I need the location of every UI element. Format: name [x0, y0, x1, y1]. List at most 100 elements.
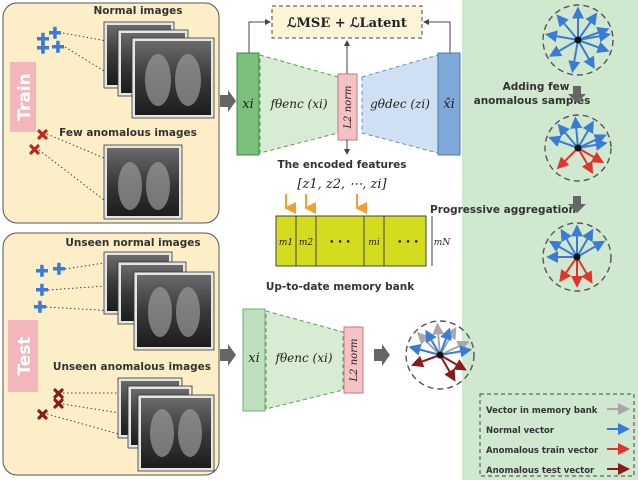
encoded-features-label: The encoded features	[277, 159, 406, 171]
plus-icon	[37, 32, 49, 45]
normal-vector	[577, 27, 610, 41]
loss-connector	[423, 19, 451, 53]
vector-circle-outline	[544, 114, 612, 182]
train-label-box	[10, 62, 36, 132]
vector-circle-test	[405, 320, 475, 390]
memory-caption: Up-to-date memory bank	[266, 281, 415, 293]
right-panel-bg	[462, 0, 638, 480]
cross-icon	[37, 409, 48, 420]
anomalous-train-vector	[559, 256, 578, 283]
anomalous-test-vector	[439, 354, 467, 371]
plus-icon	[49, 26, 61, 39]
normal-vector	[577, 138, 608, 151]
anomalous-train-vector	[576, 256, 593, 284]
test-label-box	[8, 320, 38, 392]
anomalous-test-vector	[410, 354, 441, 368]
memory-cell: m2	[299, 238, 314, 248]
lung-shape	[146, 162, 170, 210]
plus-dots	[62, 32, 123, 83]
cross-icon	[53, 398, 64, 409]
decoder-label: gθdec (zi)	[370, 97, 430, 111]
unseen-normal-label: Unseen normal images	[65, 237, 200, 249]
normal-vector	[577, 120, 594, 149]
plus-icon	[36, 283, 48, 296]
memory-vector	[432, 322, 445, 356]
test-input-label: xi	[248, 351, 260, 366]
normal-vector	[439, 327, 452, 356]
test-encoder-label: fθenc (xi)	[275, 351, 333, 365]
vector-circle-1	[542, 4, 614, 76]
train-label: Train	[15, 73, 35, 121]
down-arrow	[568, 86, 586, 103]
cross-icon	[53, 388, 64, 399]
lung-shape	[150, 409, 174, 457]
legend-label: Anomalous train vector	[486, 446, 599, 456]
vector-circle-2	[544, 114, 612, 182]
lung-shape	[175, 54, 201, 106]
vector-circle-outline	[542, 4, 614, 76]
legend-label: Anomalous test vector	[486, 466, 595, 476]
output-block	[437, 52, 461, 156]
memory-cell: mi	[368, 238, 380, 248]
normal-vector	[425, 329, 441, 356]
legend-box	[479, 393, 635, 477]
anomalous-samples-label: anomalous samples	[474, 95, 591, 107]
test-encoder-trapezoid	[265, 310, 344, 410]
normal-vector	[556, 14, 579, 41]
normal-vector	[577, 134, 607, 149]
vector-origin	[573, 253, 581, 261]
test-l2-norm-block	[343, 326, 364, 394]
normal-plus-group	[37, 26, 64, 54]
vector-origin	[574, 36, 582, 44]
progressive-aggregation-label: Progressive aggregation	[430, 204, 576, 216]
plus-icon	[52, 40, 64, 53]
input-label: xi	[242, 97, 254, 112]
plus-icon	[34, 300, 46, 313]
normal-vector	[577, 39, 610, 53]
normal-vector	[560, 228, 578, 258]
input-block	[236, 52, 260, 156]
normal-vector	[577, 12, 598, 41]
loss-box	[271, 5, 423, 39]
l2-norm-label: L2 norm	[343, 86, 354, 130]
encoder-trapezoid	[259, 54, 339, 154]
lung-shape	[178, 409, 202, 457]
down-arrow	[568, 196, 586, 213]
test-l2-norm-label: L2 norm	[349, 339, 360, 383]
anomalous-train-vector	[556, 147, 579, 170]
unseen-anomalous-label: Unseen anomalous images	[53, 361, 211, 373]
vector-circle-outline	[542, 222, 612, 292]
normal-vector	[548, 240, 578, 258]
cross-dots	[38, 133, 105, 201]
encoder-label: fθenc (xi)	[270, 97, 328, 111]
legend-label: Vector in memory bank	[486, 406, 598, 416]
normal-vector	[576, 228, 594, 258]
normal-vector	[568, 39, 581, 73]
cross-icon	[37, 129, 48, 140]
normal-vector	[577, 39, 595, 70]
memory-cell: mN	[434, 238, 452, 248]
anomalous-train-vector	[577, 147, 594, 175]
lung-shape	[145, 54, 171, 106]
output-label: x̂i	[443, 97, 455, 112]
vector-circles	[405, 4, 614, 390]
few-anomalous-label: Few anomalous images	[59, 127, 197, 139]
memory-cell: m1	[279, 238, 293, 248]
flow-arrow	[220, 344, 236, 366]
vector-origin	[436, 351, 444, 359]
normal-vector	[548, 39, 579, 57]
feature-arrows	[284, 194, 367, 214]
normal-images-label: Normal images	[94, 5, 183, 17]
vector-circle-3	[542, 222, 612, 292]
normal-vector	[439, 345, 473, 358]
anomalous-train-vector	[577, 147, 605, 164]
vector-circle-outline	[405, 320, 475, 390]
memory-bank-frame	[275, 215, 427, 267]
normal-vector	[570, 116, 583, 149]
test-cross-group	[37, 388, 64, 420]
normal-vector	[548, 135, 579, 149]
